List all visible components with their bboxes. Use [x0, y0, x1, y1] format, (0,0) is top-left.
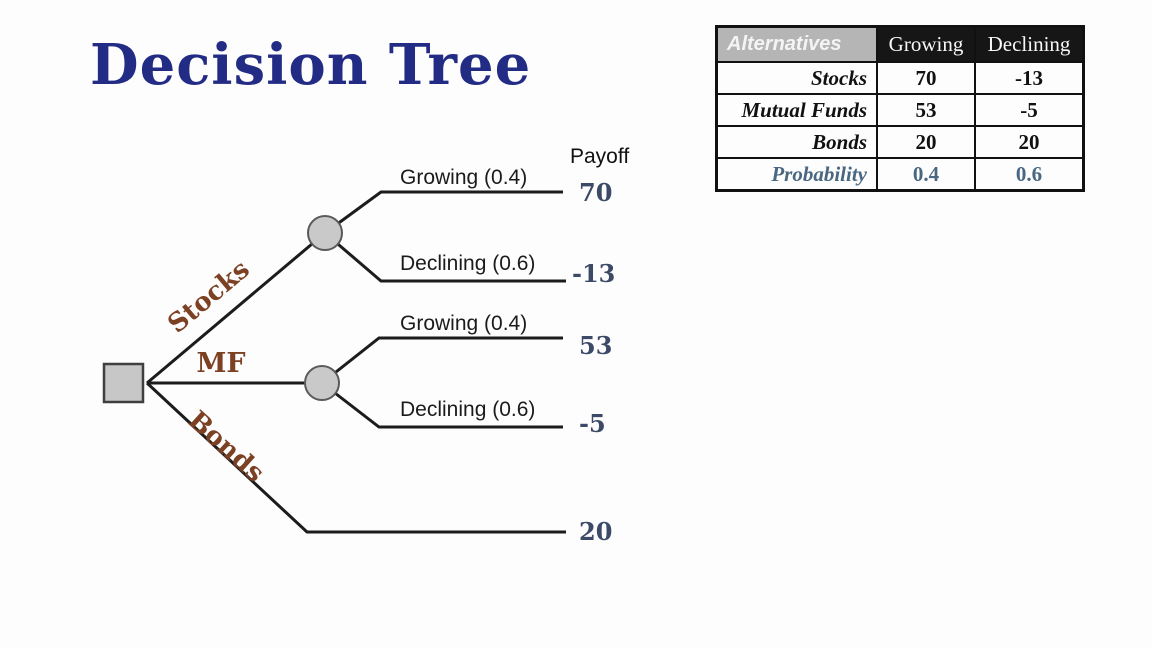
row-label-mutual-funds: Mutual Funds — [715, 93, 878, 127]
table-header-row: Alternatives Growing Declining — [715, 25, 1085, 63]
payoff-mf-declining: -5 — [579, 409, 606, 438]
row-label-stocks: Stocks — [715, 61, 878, 95]
cell-bonds-declining: 20 — [974, 125, 1085, 159]
payoff-table: Alternatives Growing Declining Stocks 70… — [715, 25, 1085, 192]
branch-line-stocks-declining — [324, 231, 566, 283]
branch-line-stocks-growing — [324, 190, 563, 235]
cell-probability-growing: 0.4 — [876, 157, 976, 192]
outcome-label-stocks-declining: Declining (0.6) — [400, 252, 536, 275]
payoff-stocks-growing: 70 — [579, 178, 613, 207]
cell-bonds-growing: 20 — [876, 125, 976, 159]
tree-branch-lines — [145, 190, 566, 534]
outcome-label-mf-growing: Growing (0.4) — [400, 312, 528, 335]
cell-mutual-funds-declining: -5 — [974, 93, 1085, 127]
row-label-probability: Probability — [715, 157, 878, 192]
cell-mutual-funds-growing: 53 — [876, 93, 976, 127]
table-header-declining: Declining — [974, 25, 1085, 63]
table-row-probability: Probability 0.4 0.6 — [715, 157, 1085, 192]
branch-line-stocks — [146, 231, 326, 385]
payoff-stocks-declining: -13 — [572, 259, 616, 288]
table-header-growing: Growing — [876, 25, 976, 63]
branch-line-mf-growing — [321, 336, 563, 385]
cell-probability-declining: 0.6 — [974, 157, 1085, 192]
chance-node-mf — [304, 365, 340, 401]
branch-label-mf: MF — [196, 348, 246, 379]
outcome-label-mf-declining: Declining (0.6) — [400, 398, 536, 421]
chance-node-stocks — [307, 215, 343, 251]
table-row-bonds: Bonds 20 20 — [715, 125, 1085, 159]
payoff-mf-growing: 53 — [579, 331, 613, 360]
cell-stocks-declining: -13 — [974, 61, 1085, 95]
decision-node-square — [102, 362, 145, 404]
page-title: Decision Tree — [90, 32, 532, 98]
branch-line-mf-declining — [321, 381, 563, 429]
table-header-alternatives: Alternatives — [715, 25, 878, 63]
cell-stocks-growing: 70 — [876, 61, 976, 95]
payoff-column-header: Payoff — [570, 145, 630, 168]
row-label-bonds: Bonds — [715, 125, 878, 159]
table-row-mutual-funds: Mutual Funds 53 -5 — [715, 93, 1085, 127]
table-row-stocks: Stocks 70 -13 — [715, 61, 1085, 95]
outcome-label-stocks-growing: Growing (0.4) — [400, 166, 528, 189]
branch-line-bonds — [145, 381, 566, 534]
payoff-bonds: 20 — [579, 517, 613, 546]
